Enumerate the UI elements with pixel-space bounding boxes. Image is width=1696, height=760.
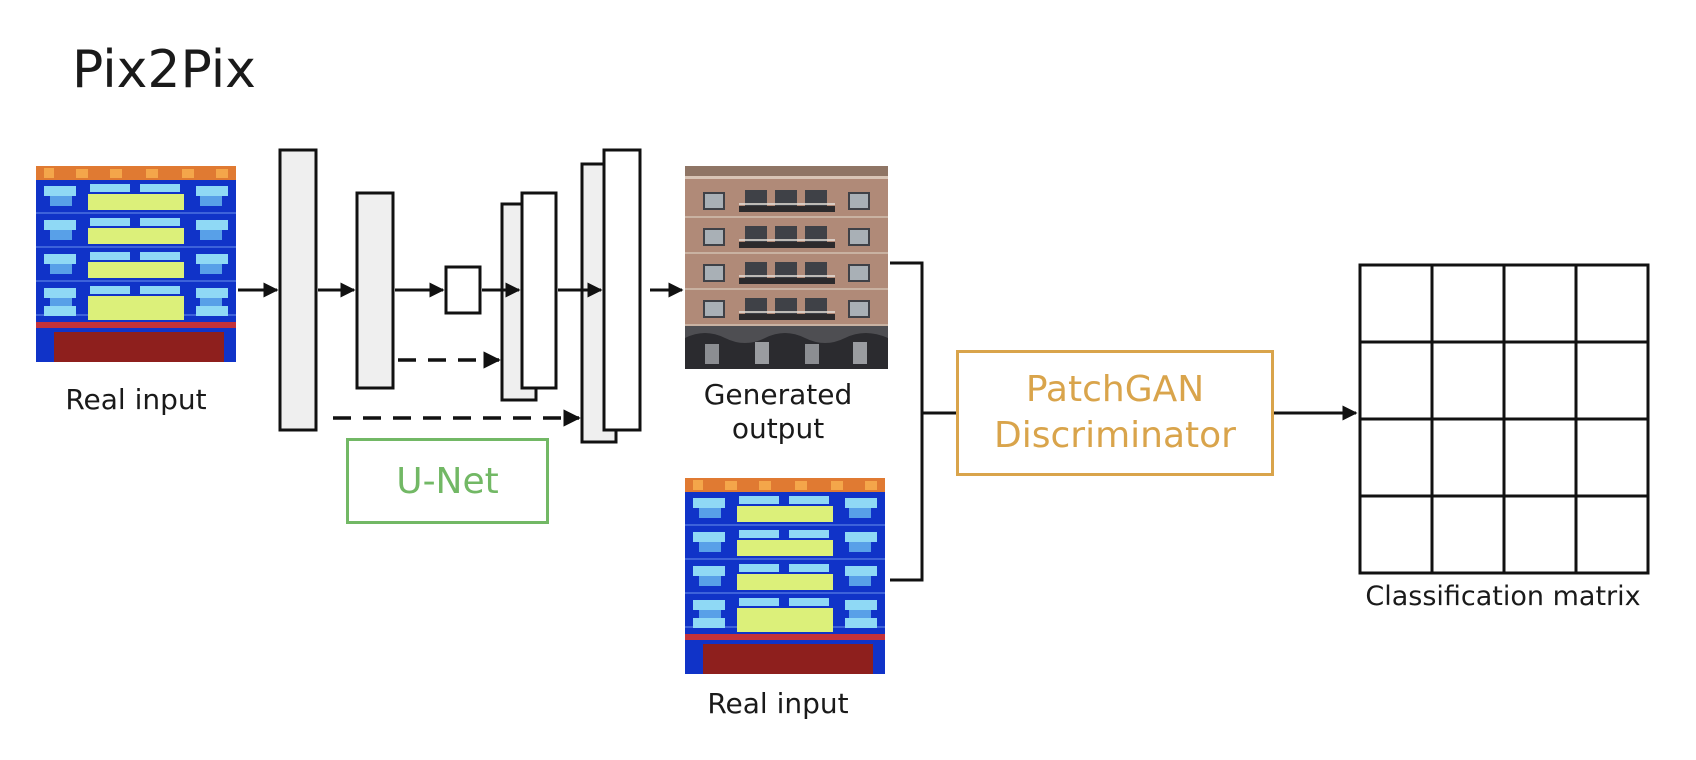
unet-encoder-layer-1 [278, 148, 318, 432]
matrix-cell-3-1 [1430, 494, 1506, 575]
real-input-label-bottom: Real input [707, 687, 849, 720]
matrix-cell-2-1 [1430, 417, 1506, 498]
matrix-cell-3-0 [1358, 494, 1434, 575]
matrix-cell-0-2 [1502, 263, 1578, 344]
matrix-cell-1-2 [1502, 340, 1578, 421]
unet-bottleneck-layer [444, 265, 482, 315]
matrix-cell-2-2 [1502, 417, 1578, 498]
unet-encoder-layer-2 [355, 191, 395, 390]
matrix-cell-3-2 [1502, 494, 1578, 575]
patchgan-discriminator-box: PatchGAN Discriminator [956, 350, 1274, 476]
discriminator-label-line2: Discriminator [994, 415, 1236, 456]
unet-label-box: U-Net [346, 438, 549, 524]
discriminator-label-line1: PatchGAN [1025, 369, 1205, 410]
matrix-cell-1-0 [1358, 340, 1434, 421]
classification-matrix [1358, 263, 1650, 575]
real-input-image-bottom [685, 478, 885, 674]
generated-output-label: Generated output [676, 378, 880, 446]
matrix-cell-2-3 [1574, 417, 1650, 498]
matrix-cell-0-0 [1358, 263, 1434, 344]
real-input-image-left [36, 166, 236, 362]
connector-generated-to-discriminator [890, 261, 924, 582]
matrix-cell-2-0 [1358, 417, 1434, 498]
matrix-cell-3-3 [1574, 494, 1650, 575]
generated-output-image [685, 166, 888, 369]
unet-decoder-layer-1-front [520, 191, 558, 390]
matrix-cell-1-3 [1574, 340, 1650, 421]
matrix-cell-0-1 [1430, 263, 1506, 344]
generated-output-label-line2: output [731, 412, 825, 445]
matrix-cell-1-1 [1430, 340, 1506, 421]
real-input-label-left: Real input [65, 383, 207, 416]
classification-matrix-label: Classification matrix [1365, 581, 1641, 612]
matrix-cell-0-3 [1574, 263, 1650, 344]
page-title: Pix2Pix [72, 40, 256, 100]
generated-output-label-line1: Generated [703, 378, 853, 411]
unet-label: U-Net [396, 460, 499, 502]
unet-decoder-layer-2-front [602, 148, 642, 432]
